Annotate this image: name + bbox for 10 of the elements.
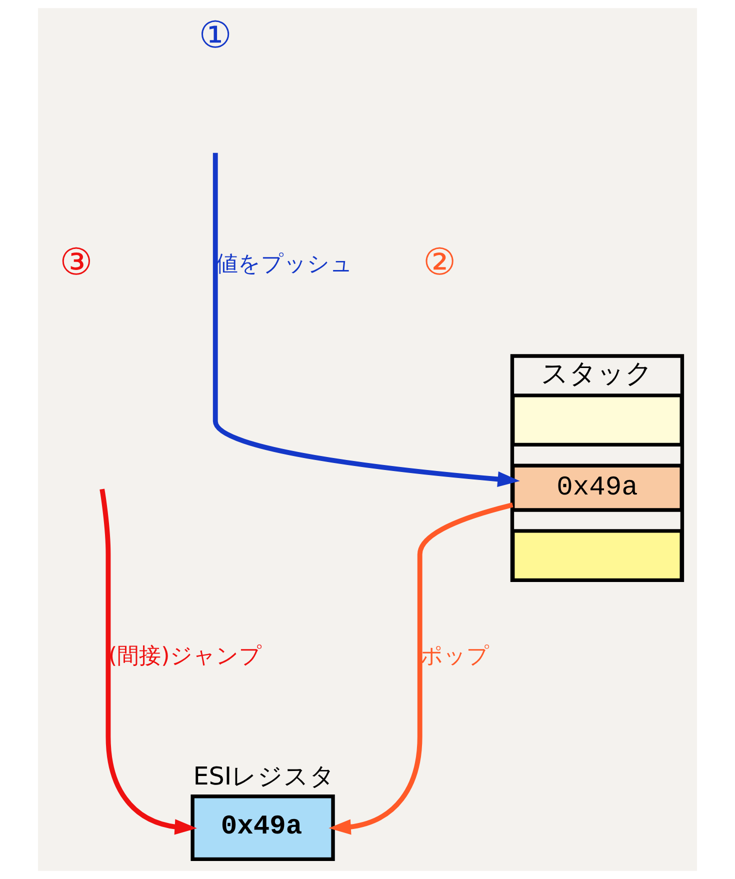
label: ③: [60, 240, 93, 284]
node-box: 0x49a: [511, 464, 684, 512]
edge-label: (間接)ジャンプ: [108, 643, 262, 670]
node-label: ESIレジスタ: [193, 762, 336, 791]
arrow: [212, 152, 520, 487]
label: ②: [422, 240, 456, 284]
arrow: [100, 488, 197, 835]
label: ①: [198, 14, 232, 57]
arrow: [328, 502, 514, 835]
node-box: [511, 394, 684, 447]
